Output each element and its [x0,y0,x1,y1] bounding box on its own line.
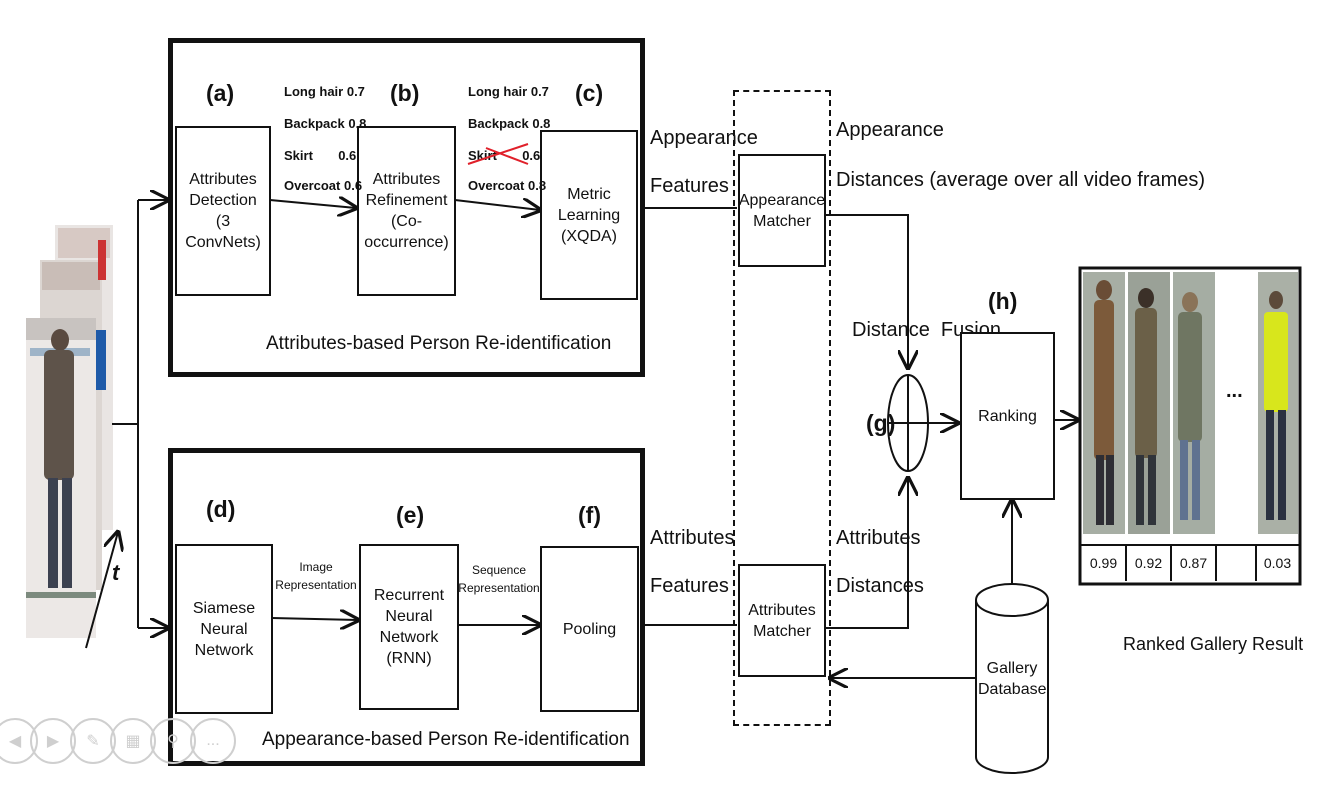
appearance-matcher-box: Appearance Matcher [738,154,826,267]
ranked-ellipsis: ... [1226,380,1243,402]
tag-e: (e) [396,502,425,528]
time-label: t [112,560,120,585]
appearance-distances-label-2: Distances (average over all video frames… [836,169,1206,191]
appearance-pipeline-title: Appearance-based Person Re-identificatio… [262,729,630,750]
metric-learning-box: Metric Learning (XQDA) [540,130,638,300]
tag-f: (f) [578,502,601,528]
tag-g: (g) [866,410,896,436]
chevron-left-icon: ◀ [8,733,22,750]
attr-after-0: Long hair 0.7 [468,84,549,99]
appearance-pipeline-frame [168,448,645,766]
chevron-right-icon: ▶ [46,733,60,750]
gallery-database-cylinder [975,583,1049,774]
attr-before-0: Long hair 0.7 [284,84,365,99]
sequence-representation-label: Sequence Representation [458,563,540,595]
attr-after-1: Backpack 0.8 [468,116,551,131]
attr-after-2-removed: Skirt 0.6 [468,148,541,163]
attributes-pipeline-frame [168,38,645,377]
rank-score-4 [1217,545,1257,581]
input-video-frames [26,225,113,638]
tag-d: (d) [206,496,236,522]
ranked-gallery-title: Ranked Gallery Result [1123,634,1304,654]
pen-icon: ✎ [86,733,100,750]
attributes-features-label-2: Features [650,575,729,597]
attr-before-3: Overcoat 0.6 [284,178,363,193]
ranked-gallery-images [1078,266,1302,586]
tag-h: (h) [988,288,1018,314]
grid-icon: ▦ [125,733,141,750]
rank-score-1: 0.99 [1082,545,1127,581]
magnifier-icon: ⚲ [167,733,179,750]
attributes-refinement-box: Attributes Refinement (Co-occurrence) [357,126,456,296]
attr-after-3: Overcoat 0.8 [468,178,547,193]
attributes-detection-box: Attributes Detection (3 ConvNets) [175,126,271,296]
appearance-distances-label-1: Appearance [836,119,944,141]
appearance-features-label-2: Features [650,175,729,197]
matchers-dashed-frame [733,90,831,726]
tag-a: (a) [206,80,235,106]
siamese-network-box: Siamese Neural Network [175,544,273,714]
rank-score-3: 0.87 [1172,545,1217,581]
image-representation-label: Image Representation [275,560,357,592]
removed-attribute-cross-mark [467,143,529,165]
attributes-distances-label-2: Distances [836,575,924,597]
pooling-box: Pooling [540,546,639,712]
attributes-features-label-1: Attributes [650,527,735,549]
more-icon: ... [206,732,220,749]
appearance-features-label-1: Appearance [650,127,758,149]
attr-before-1: Backpack 0.8 [284,116,367,131]
attr-before-2: Skirt 0.6 [284,148,357,163]
gallery-database-label: Gallery Database [978,660,1047,698]
rank-score-5: 0.03 [1263,555,1292,571]
ranking-box: Ranking [960,332,1055,500]
attributes-pipeline-title: Attributes-based Person Re-identificatio… [266,333,612,354]
rank-score-2: 0.92 [1127,545,1172,581]
tag-b: (b) [390,80,420,106]
more-options-button[interactable]: ... [190,718,236,764]
attributes-distances-label-1: Attributes [836,527,921,549]
tag-c: (c) [575,80,604,106]
rnn-box: Recurrent Neural Network (RNN) [359,544,459,710]
attributes-matcher-box: Attributes Matcher [738,564,826,677]
